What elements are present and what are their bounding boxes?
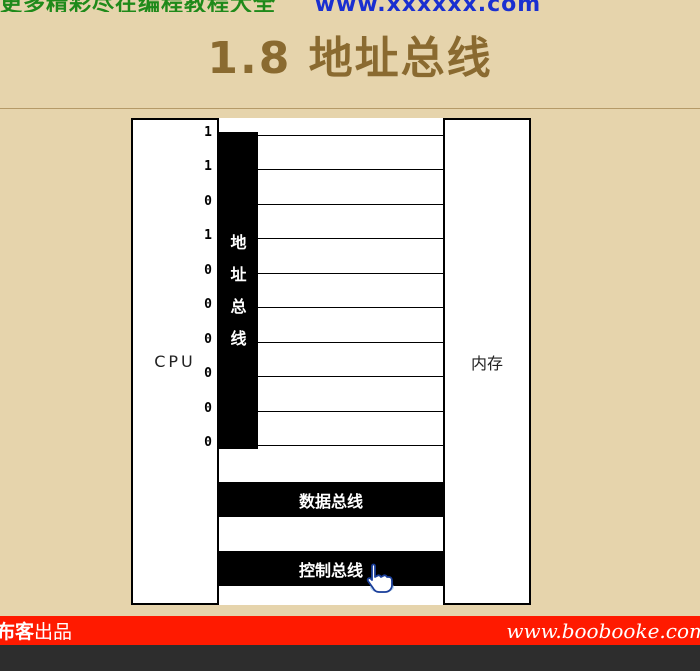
footer-brand-b: 出品	[34, 621, 73, 643]
address-bus-char: 线	[230, 328, 247, 348]
cpu-label: CPU	[154, 352, 196, 371]
banner-text: 更多精彩尽在编程教程大全	[0, 0, 276, 12]
address-bus-char: 总	[230, 296, 247, 316]
data-bus-bar: 数据总线	[219, 482, 443, 517]
address-bit: 0	[204, 297, 212, 312]
address-line	[258, 376, 443, 377]
slide-title: 1.8 地址总线	[207, 33, 493, 84]
footer-site-link[interactable]: www.boobooke.com	[506, 618, 700, 643]
footer-bar: 布客出品 www.boobooke.com	[0, 616, 700, 645]
address-line	[258, 169, 443, 170]
address-line	[258, 307, 443, 308]
data-bus-label: 数据总线	[298, 491, 363, 511]
address-line	[258, 342, 443, 343]
memory-box: 内存	[443, 118, 531, 605]
top-banner: 更多精彩尽在编程教程大全 www.xxxxxx.com	[0, 0, 700, 12]
address-line	[258, 273, 443, 274]
address-bit: 0	[204, 263, 212, 278]
control-bus-bar: 控制总线	[219, 551, 443, 586]
footer-brand-a: 布客	[0, 621, 35, 643]
address-bit: 0	[204, 194, 212, 209]
address-bit: 0	[204, 366, 212, 381]
address-bit: 0	[204, 401, 212, 416]
address-bit: 1	[204, 125, 212, 140]
address-bus-char: 址	[230, 264, 247, 284]
address-line	[258, 204, 443, 205]
memory-label: 内存	[470, 353, 503, 373]
address-line	[258, 135, 443, 136]
bottom-strip	[0, 645, 700, 671]
address-line	[258, 411, 443, 412]
address-bit: 0	[204, 435, 212, 450]
control-bus-label: 控制总线	[298, 560, 363, 580]
address-bit: 1	[204, 159, 212, 174]
address-bus-bar: 地 址 总 线	[219, 132, 258, 449]
address-bus-char: 地	[230, 232, 247, 252]
footer-brand: 布客出品	[0, 617, 72, 644]
address-line	[258, 238, 443, 239]
banner-url[interactable]: www.xxxxxx.com	[315, 0, 542, 12]
bus-diagram: CPU 内存 地 址 总 线 1 1 0 1 0 0 0 0 0 0 数据总线 …	[131, 118, 531, 605]
address-bit: 1	[204, 228, 212, 243]
title-divider	[0, 108, 700, 109]
address-line	[258, 445, 443, 446]
address-bit: 0	[204, 332, 212, 347]
hand-cursor-icon	[366, 563, 394, 593]
cpu-box: CPU	[131, 118, 219, 605]
